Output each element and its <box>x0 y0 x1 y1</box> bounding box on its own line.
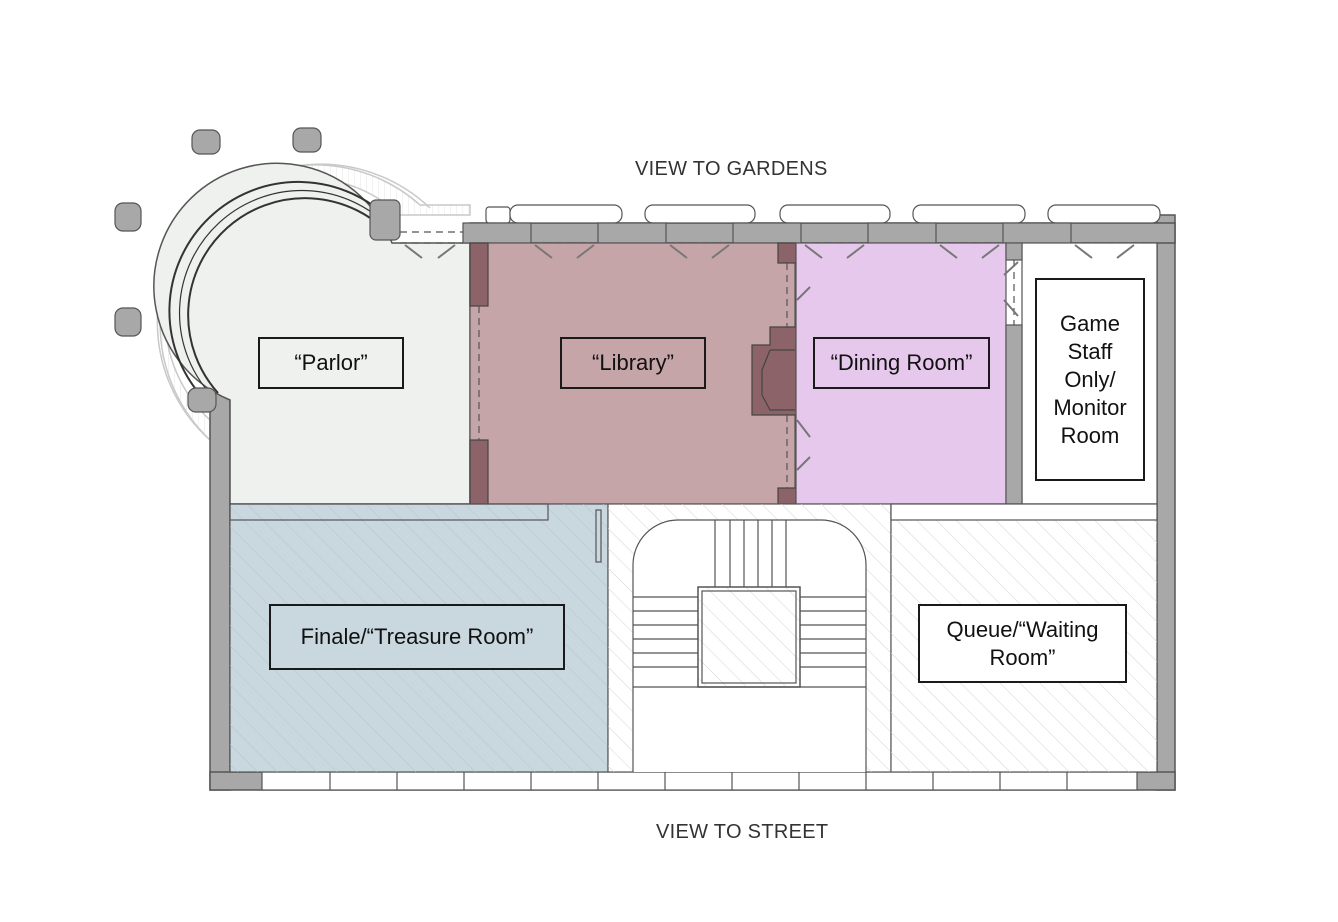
stair-well <box>697 586 801 688</box>
parlor-label: “Parlor” <box>258 337 404 389</box>
parlor-columns <box>114 127 401 413</box>
outer-wall-right <box>1156 214 1176 791</box>
street-windows <box>261 771 1138 791</box>
street-window-mullions <box>329 772 1068 790</box>
stair-treads <box>633 520 866 688</box>
staff-room-label: Game Staff Only/ Monitor Room <box>1035 278 1145 481</box>
garden-windows <box>485 204 1161 224</box>
bottom-view-label: VIEW TO STREET <box>656 821 829 843</box>
outer-wall-left <box>209 389 231 791</box>
queue-room-label: Queue/“Waiting Room” <box>918 604 1127 683</box>
library-label: “Library” <box>560 337 706 389</box>
top-view-label: VIEW TO GARDENS <box>635 158 828 180</box>
dining-room-label: “Dining Room” <box>813 337 990 389</box>
finale-room-label: Finale/“Treasure Room” <box>269 604 565 670</box>
